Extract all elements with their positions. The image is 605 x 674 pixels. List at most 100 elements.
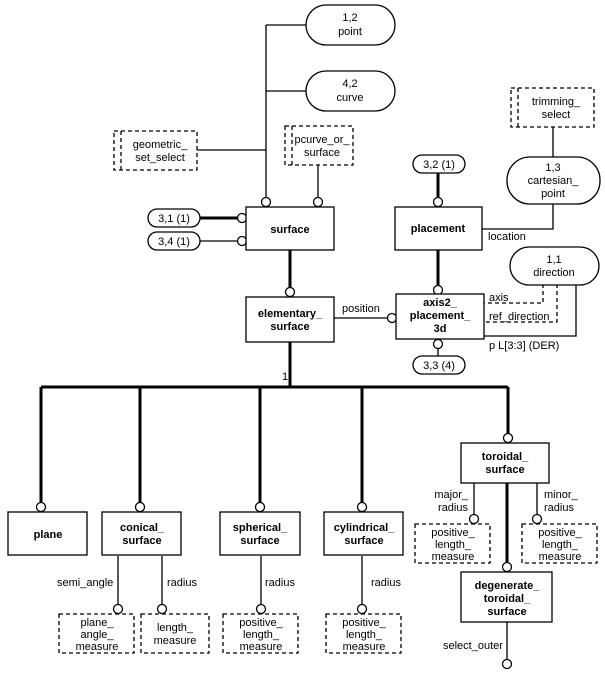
svg-text:measure: measure: [240, 641, 283, 653]
svg-text:placement: placement: [411, 223, 466, 235]
svg-text:positive_: positive_: [239, 617, 283, 629]
circle: [502, 432, 514, 444]
entity-plane[interactable]: plane: [7, 511, 88, 556]
svg-text:measure: measure: [154, 635, 197, 647]
svg-text:select: select: [542, 109, 571, 121]
circle: [254, 501, 266, 513]
circle: [432, 338, 444, 350]
page-ref-33[interactable]: 3,3 (4): [412, 355, 466, 375]
page-ref-31[interactable]: 3,1 (1): [147, 208, 201, 228]
svg-text:trimming_: trimming_: [532, 96, 581, 108]
circle: [501, 561, 513, 573]
svg-text:cylindrical_: cylindrical_: [334, 522, 395, 534]
svg-text:degenerate_: degenerate_: [475, 580, 541, 592]
label-ref-direction: ref_direction: [489, 311, 550, 323]
type-positive-length-measure-major[interactable]: positive_ length_ measure: [414, 523, 491, 564]
svg-text:surface: surface: [485, 464, 524, 476]
location-link: [482, 204, 554, 230]
svg-text:conical_: conical_: [120, 522, 165, 534]
entity-cylindrical-surface[interactable]: cylindrical_ surface: [323, 511, 404, 556]
page-ref-cartesian-point[interactable]: 1,3 cartesian_ point: [506, 156, 601, 205]
entity-degenerate-toroidal-surface[interactable]: degenerate_ toroidal_ surface: [460, 571, 553, 623]
label-semi-angle: semi_angle: [57, 577, 113, 589]
entity-axis2-placement-3d[interactable]: axis2_ placement_ 3d: [395, 293, 485, 340]
type-positive-length-measure-spherical[interactable]: positive_ length_ measure: [222, 613, 299, 654]
circle: [501, 658, 513, 670]
svg-text:length_: length_: [157, 622, 194, 634]
svg-text:toroidal_: toroidal_: [484, 593, 531, 605]
svg-text:surface: surface: [240, 535, 279, 547]
ref-direction-link: [484, 284, 558, 323]
svg-text:length_: length_: [435, 539, 472, 551]
entity-elementary-surface[interactable]: elementary_ surface: [245, 296, 335, 343]
type-pcurve-or-surface[interactable]: pcurve_or_ surface: [284, 125, 354, 166]
label-one: 1: [282, 371, 288, 383]
entity-toroidal-surface[interactable]: toroidal_ surface: [460, 442, 550, 484]
circle: [432, 196, 444, 208]
svg-text:3,3 (4): 3,3 (4): [423, 360, 455, 372]
svg-text:pcurve_or_: pcurve_or_: [294, 134, 350, 146]
svg-text:set_select: set_select: [135, 152, 185, 164]
label-position: position: [342, 303, 380, 315]
svg-text:measure: measure: [539, 551, 582, 563]
page-ref-direction[interactable]: 1,1 direction: [509, 246, 600, 286]
circle: [284, 286, 296, 298]
circle: [156, 603, 168, 615]
circle: [386, 312, 398, 324]
circle: [531, 513, 543, 525]
label-axis: axis: [489, 292, 509, 304]
svg-text:plane_: plane_: [80, 617, 114, 629]
svg-text:direction: direction: [533, 267, 575, 279]
circle: [255, 603, 267, 615]
entity-spherical-surface[interactable]: spherical_ surface: [219, 511, 301, 556]
svg-text:curve: curve: [337, 92, 364, 104]
entity-placement[interactable]: placement: [394, 206, 483, 251]
type-geometric-set-select[interactable]: geometric_ set_select: [113, 130, 198, 171]
label-minor-radius-1: minor_: [544, 489, 579, 501]
label-minor-radius-2: radius: [544, 502, 574, 514]
svg-text:length_: length_: [243, 629, 280, 641]
svg-text:1,3: 1,3: [545, 162, 560, 174]
circle: [356, 603, 368, 615]
entity-conical-surface[interactable]: conical_ surface: [101, 511, 182, 556]
svg-text:angle_: angle_: [80, 629, 114, 641]
circle: [236, 212, 248, 224]
page-ref-32[interactable]: 3,2 (1): [412, 154, 466, 174]
type-positive-length-measure-minor[interactable]: positive_ length_ measure: [521, 523, 598, 564]
page-ref-point[interactable]: 1,2 point: [305, 4, 396, 46]
svg-text:spherical_: spherical_: [233, 522, 288, 534]
entity-surface[interactable]: surface: [245, 206, 335, 251]
type-length-measure[interactable]: length_ measure: [140, 613, 210, 654]
type-trimming-select[interactable]: trimming_ select: [510, 87, 595, 128]
label-major-radius-2: radius: [438, 502, 468, 514]
page-ref-curve[interactable]: 4,2 curve: [305, 70, 396, 112]
svg-text:surface: surface: [122, 535, 161, 547]
svg-text:positive_: positive_: [342, 617, 386, 629]
svg-text:cartesian_: cartesian_: [528, 175, 580, 187]
type-positive-length-measure-cylindrical[interactable]: positive_ length_ measure: [325, 613, 402, 654]
type-plane-angle-measure[interactable]: plane_ angle_ measure: [58, 613, 135, 654]
svg-text:geometric_: geometric_: [133, 139, 188, 151]
label-cylindrical-radius: radius: [371, 577, 401, 589]
svg-text:surface: surface: [344, 535, 383, 547]
svg-text:measure: measure: [432, 551, 475, 563]
svg-text:length_: length_: [542, 539, 579, 551]
svg-text:4,2: 4,2: [342, 78, 357, 90]
svg-text:point: point: [541, 188, 565, 200]
label-conical-radius: radius: [167, 577, 197, 589]
svg-text:placement_: placement_: [410, 310, 471, 322]
svg-text:1,1: 1,1: [546, 254, 561, 266]
svg-text:surface: surface: [487, 606, 526, 618]
page-ref-34[interactable]: 3,4 (1): [147, 231, 201, 251]
svg-text:3,4 (1): 3,4 (1): [158, 236, 190, 248]
label-major-radius-1: major_: [434, 489, 469, 501]
svg-text:surface: surface: [270, 321, 309, 333]
svg-text:axis2_: axis2_: [423, 297, 458, 309]
svg-text:toroidal_: toroidal_: [482, 451, 529, 463]
svg-text:point: point: [338, 26, 362, 38]
svg-text:1,2: 1,2: [342, 12, 357, 24]
svg-text:3d: 3d: [434, 323, 447, 335]
label-select-outer: select_outer: [443, 640, 503, 652]
circle: [134, 501, 146, 513]
